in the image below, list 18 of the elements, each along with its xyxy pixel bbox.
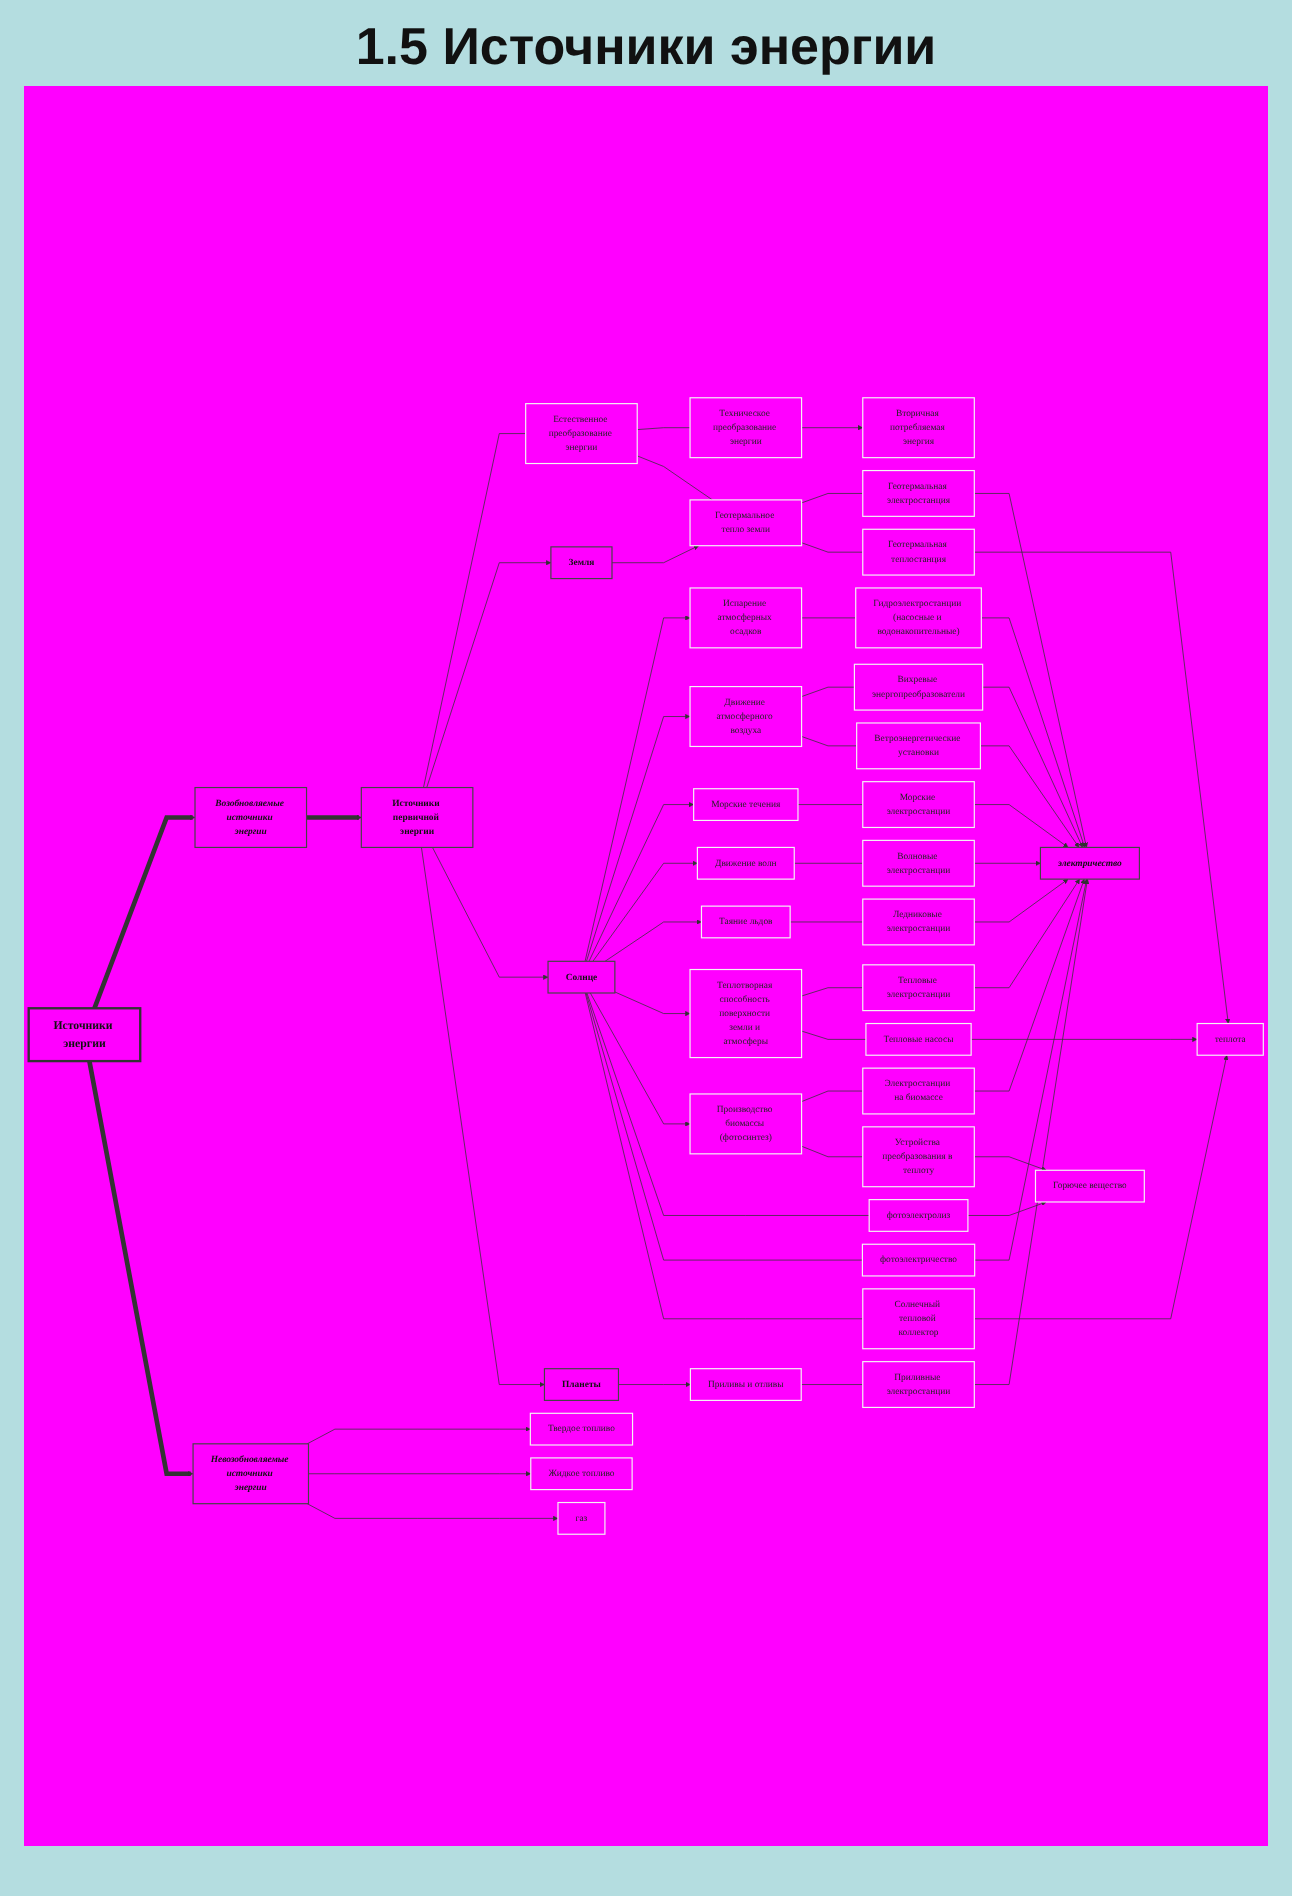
connector <box>801 686 855 697</box>
connector <box>801 1030 867 1040</box>
connector <box>801 542 864 553</box>
connector <box>801 736 858 747</box>
connector <box>797 804 864 805</box>
connector <box>801 987 864 997</box>
arrow <box>92 814 196 1010</box>
connector <box>423 433 527 788</box>
connector <box>801 1145 864 1158</box>
connector <box>801 493 864 504</box>
connector <box>800 1384 864 1385</box>
arrow <box>87 1060 194 1477</box>
connector <box>636 455 713 501</box>
connector <box>801 1090 864 1102</box>
arrow <box>306 814 362 821</box>
connector <box>636 427 691 430</box>
connector <box>793 862 864 864</box>
diagram-title: 1.5 Источники энергии <box>353 16 939 78</box>
